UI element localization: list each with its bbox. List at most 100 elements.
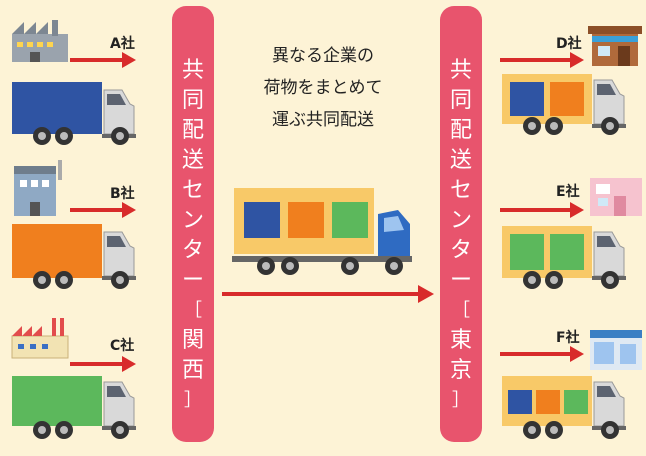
cargo-green (510, 234, 544, 270)
arrowhead-d (570, 52, 584, 68)
company-f-label: F社 (556, 330, 580, 346)
label-char: 共 (181, 58, 204, 83)
label-char: セ (181, 178, 204, 203)
label-char: 同 (181, 88, 204, 113)
company-b-label: B社 (110, 186, 135, 202)
company-b-group (12, 160, 137, 289)
label-char: ］ (184, 390, 202, 411)
tokyo-center-band: 共 同 配 送 セ ン タ ー ［ 東 京 ］ (440, 6, 482, 442)
kansai-center-band: 共 同 配 送 セ ン タ ー ［ 関 西 ］ (172, 6, 214, 442)
truck-c-box (12, 376, 102, 426)
label-char: ン (449, 208, 472, 233)
description-line: 運ぶ共同配送 (272, 110, 374, 130)
transfer-arrow (222, 292, 420, 296)
wheel (545, 421, 563, 439)
wheel (385, 257, 403, 275)
arrow-d (500, 58, 572, 62)
company-d-label: D社 (556, 36, 582, 52)
arrow-b (70, 208, 122, 212)
wheel (523, 421, 541, 439)
wheel (33, 271, 51, 289)
description-line: 異なる企業の (272, 46, 374, 66)
kansai-center-label: 共 同 配 送 セ ン タ ー ［ 関 西 ］ (172, 58, 214, 418)
wheel (55, 421, 73, 439)
label-char: 関 (181, 328, 204, 353)
cargo-green (564, 390, 588, 414)
company-a-group (12, 20, 137, 145)
shop-icon (590, 178, 642, 216)
wheel (601, 271, 619, 289)
wheel (55, 127, 73, 145)
wheel (281, 257, 299, 275)
office-building-icon (14, 160, 62, 216)
label-char: タ (449, 238, 472, 263)
label-char: 送 (181, 148, 204, 173)
wheel (111, 421, 129, 439)
wheel (601, 117, 619, 135)
label-char: 送 (449, 148, 472, 173)
label-char: ン (181, 208, 204, 233)
label-char: ［ (184, 300, 202, 321)
arrowhead-c (122, 356, 136, 372)
company-c-label: C社 (110, 338, 135, 354)
label-char: ー (449, 268, 472, 293)
label-char: ー (181, 268, 204, 293)
wheel (257, 257, 275, 275)
arrow-f (500, 352, 572, 356)
tokyo-center-label: 共 同 配 送 セ ン タ ー ［ 東 京 ］ (440, 58, 482, 418)
cab-window (384, 216, 404, 232)
store-icon (588, 26, 642, 66)
cargo-blue (244, 202, 280, 238)
arrowhead-a (122, 52, 136, 68)
cargo-orange (536, 390, 560, 414)
label-char: 京 (449, 358, 472, 383)
factory-icon (11, 318, 69, 359)
wheel (55, 271, 73, 289)
transfer-arrowhead (418, 285, 434, 303)
wheel (545, 271, 563, 289)
wheel (523, 271, 541, 289)
cargo-green (332, 202, 368, 238)
convenience-store-icon (590, 330, 642, 370)
label-char: 東 (449, 328, 472, 353)
cargo-orange (550, 82, 584, 116)
label-char: 西 (181, 358, 204, 383)
company-e-label: E社 (556, 184, 580, 200)
label-char: ］ (452, 390, 470, 411)
arrow-e (500, 208, 572, 212)
cargo-blue (508, 390, 532, 414)
chassis (232, 256, 412, 262)
label-char: 同 (449, 88, 472, 113)
truck-d (502, 74, 627, 135)
wheel (545, 117, 563, 135)
label-char: 共 (449, 58, 472, 83)
wheel (601, 421, 619, 439)
wheel (33, 421, 51, 439)
cargo-blue (510, 82, 544, 116)
cargo-green (550, 234, 584, 270)
label-char: 配 (449, 118, 472, 143)
company-c-group (11, 318, 137, 439)
wheel (111, 127, 129, 145)
shared-truck (232, 188, 412, 275)
description-line: 荷物をまとめて (263, 78, 383, 98)
factory-icon (12, 20, 68, 62)
wheel (33, 127, 51, 145)
label-char: セ (449, 178, 472, 203)
company-a-label: A社 (110, 36, 135, 52)
label-char: 配 (181, 118, 204, 143)
wheel (341, 257, 359, 275)
wheel (523, 117, 541, 135)
cargo-orange (288, 202, 324, 238)
truck-a-box (12, 82, 102, 134)
label-char: タ (181, 238, 204, 263)
wheel (111, 271, 129, 289)
arrowhead-e (570, 202, 584, 218)
truck-b-box (12, 224, 102, 278)
arrow-a (70, 58, 122, 62)
arrow-c (70, 362, 122, 366)
label-char: ［ (452, 300, 470, 321)
arrowhead-f (570, 346, 584, 362)
